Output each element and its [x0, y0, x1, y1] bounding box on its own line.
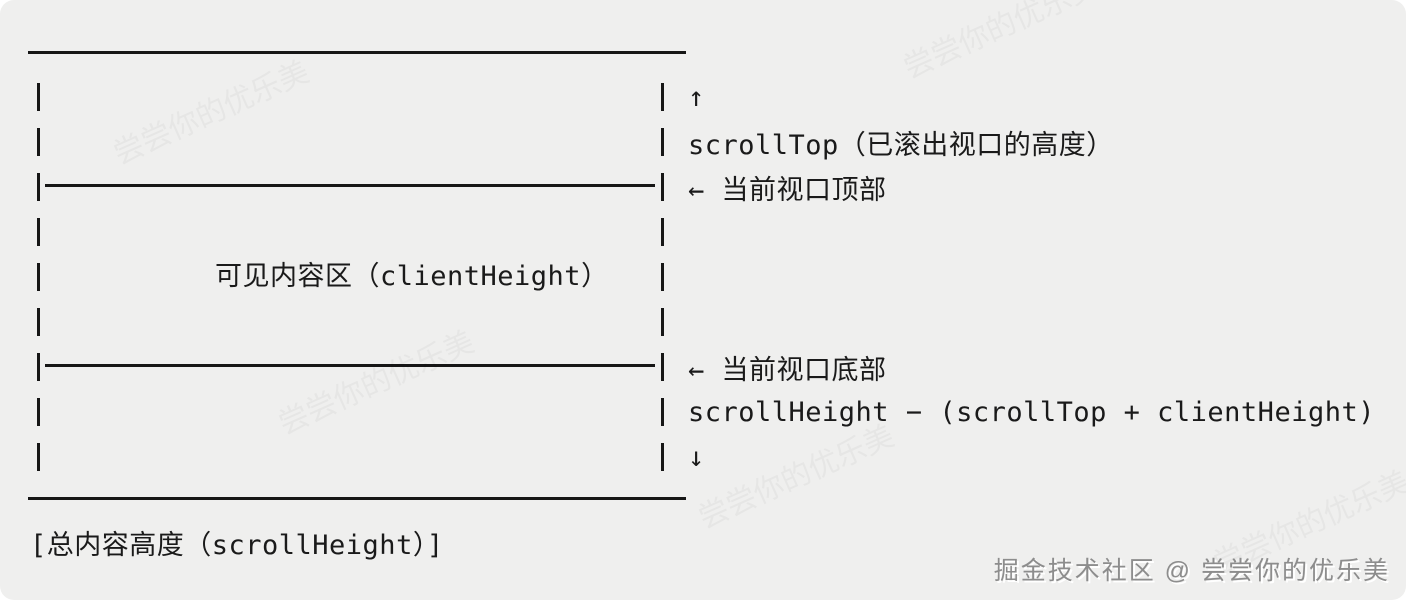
content-top-line — [28, 51, 686, 54]
faint-watermark: 尝尝你的优乐美 — [895, 0, 1105, 87]
viewport-top-line — [45, 184, 655, 187]
faint-watermark: 尝尝你的优乐美 — [270, 317, 480, 443]
scrolled-out-arrow-up-icon: ↑ — [688, 81, 705, 113]
box-left-bar — [37, 128, 40, 156]
scroll-height-total-label: [总内容高度（scrollHeight）] — [30, 529, 444, 561]
box-right-bar — [661, 353, 664, 381]
box-left-bar — [37, 353, 40, 381]
scrolltop-label: scrollTop（已滚出视口的高度） — [688, 129, 1114, 161]
box-left-bar — [37, 443, 40, 471]
client-height-label: 可见内容区（clientHeight） — [215, 260, 609, 292]
box-left-bar — [37, 398, 40, 426]
box-right-bar — [661, 218, 664, 246]
viewport-top-annotation: ← 当前视口顶部 — [688, 174, 887, 206]
box-right-bar — [661, 443, 664, 471]
remaining-arrow-down-icon: ↓ — [688, 441, 705, 473]
box-left-bar — [37, 83, 40, 111]
box-right-bar — [661, 83, 664, 111]
box-right-bar — [661, 263, 664, 291]
faint-watermark: 尝尝你的优乐美 — [105, 47, 315, 173]
box-right-bar — [661, 308, 664, 336]
box-right-bar — [661, 398, 664, 426]
remaining-scroll-formula: scrollHeight − (scrollTop + clientHeight… — [688, 396, 1375, 428]
viewport-bottom-annotation: ← 当前视口底部 — [688, 354, 887, 386]
content-bottom-line — [28, 497, 686, 500]
viewport-bottom-line — [45, 364, 655, 367]
box-left-bar — [37, 308, 40, 336]
box-left-bar — [37, 263, 40, 291]
box-left-bar — [37, 218, 40, 246]
box-right-bar — [661, 173, 664, 201]
box-left-bar — [37, 173, 40, 201]
box-right-bar — [661, 128, 664, 156]
juejin-credit-watermark: 掘金技术社区 @ 尝尝你的优乐美 — [993, 557, 1390, 585]
